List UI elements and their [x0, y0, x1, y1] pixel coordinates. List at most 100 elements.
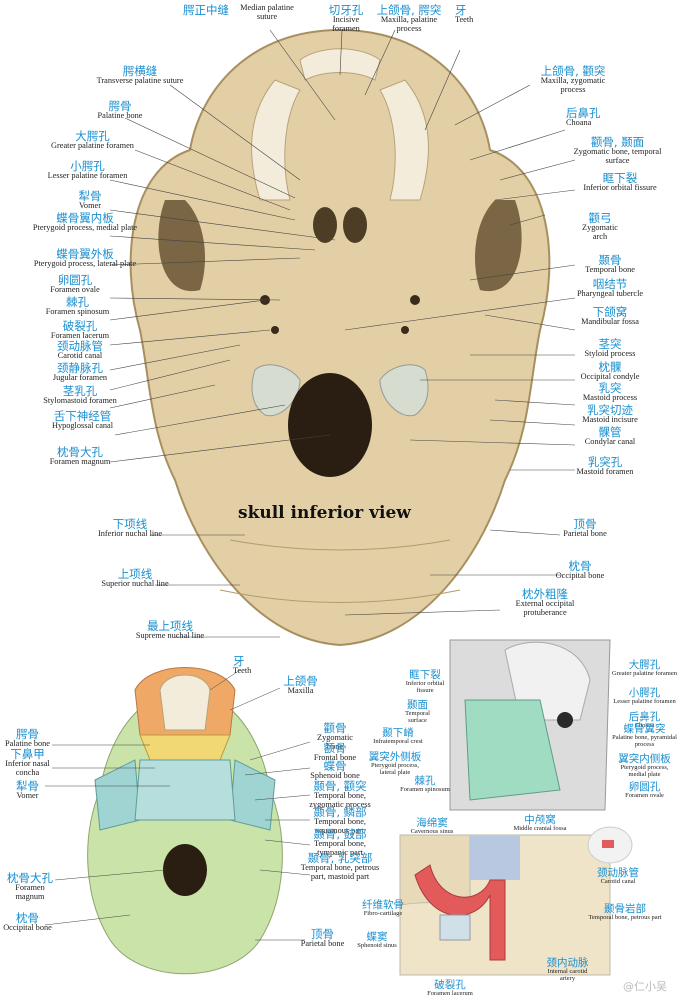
label-en: Sphenoid sinus [357, 942, 397, 950]
label-cn: 犁骨 [78, 189, 102, 203]
label-en: Inferior nuchal line [97, 529, 163, 539]
label-cn: 后鼻孔 [628, 711, 661, 723]
label-en: Internal carotid artery [547, 968, 588, 982]
label-en: Temporal bone, petrous part, mastoid par… [300, 863, 380, 881]
label-en: Carotid canal [600, 878, 636, 886]
label-cn: 颈内动脉 [546, 957, 589, 969]
label-cn: 切牙孔 [328, 3, 364, 17]
label-en: Choana [566, 118, 592, 128]
label-en: Stylomastoid foramen [43, 396, 117, 406]
label-cn: 小腭孔 [70, 159, 105, 173]
figure-title: skull inferior view [238, 503, 411, 523]
label-cn: 上颌骨, 腭突 [376, 3, 442, 17]
label-cn: 顶骨 [311, 927, 334, 941]
label-en: Temporal bone [585, 265, 635, 275]
label-cn: 腭骨 [16, 727, 39, 741]
label-en: Superior nuchal line [101, 579, 169, 589]
label-en: Pterygoid process, lateral plate [33, 259, 137, 269]
label-cn: 枕骨 [568, 559, 592, 573]
label-cn: 眶下裂 [602, 171, 638, 185]
label-cn: 眶下裂 [409, 669, 441, 681]
label-en: Palatine bone [97, 111, 143, 121]
label-cn: 翼突外侧板 [368, 751, 422, 763]
label-en: Foramen magnum [49, 457, 111, 467]
label-en: Occipital bone [555, 571, 605, 581]
label-en: Pterygoid process, lateral plate [370, 762, 420, 776]
label-cn: 最上项线 [147, 619, 193, 633]
label-cn: 颞骨, 鼓部 [313, 827, 367, 841]
label-cn: 大腭孔 [628, 659, 661, 671]
label-cn: 破裂孔 [62, 319, 98, 333]
label-en: Sphenoid bone [310, 771, 360, 781]
label-cn: 茎突 [598, 337, 622, 351]
label-en: Infratemporal crest [373, 738, 423, 746]
label-en: Frontal bone [313, 753, 357, 763]
label-cn: 枕骨 [16, 911, 39, 925]
label-cn: 犁骨 [16, 779, 39, 793]
label-cn: 下鼻甲 [10, 747, 45, 761]
label-en: Mastoid incisure [582, 415, 638, 425]
label-cn: 下项线 [112, 517, 148, 531]
colored-skull [44, 667, 311, 975]
label-en: Zygomatic arch [582, 223, 618, 241]
label-cn: 颞骨 [598, 253, 622, 267]
label-en: Palatine bone [5, 739, 50, 749]
label-en: Occipital condyle [580, 372, 640, 382]
label-en: Cavernous sinus [410, 828, 454, 836]
label-en: Temporal bone, zygomatic process [309, 791, 371, 809]
label-en: Incisive foramen [332, 15, 360, 33]
label-en: Choana [634, 722, 655, 730]
label-cn: 枕外粗隆 [522, 587, 568, 601]
label-en: Vomer [79, 201, 101, 211]
label-en: Transverse palatine suture [96, 76, 184, 86]
label-cn: 枕骨大孔 [57, 445, 103, 459]
label-en: Inferior nasal concha [5, 759, 50, 777]
label-cn: 破裂孔 [434, 979, 466, 991]
label-en: Maxilla, palatine process [380, 15, 438, 33]
label-cn: 颧骨 [323, 721, 347, 735]
label-en: Occipital bone [3, 923, 52, 933]
label-en: Zygomatic bone [317, 733, 353, 751]
label-en: Teeth [233, 666, 252, 676]
main-skull [109, 28, 576, 647]
label-cn: 腭骨 [108, 99, 132, 113]
label-en: Lesser palatine foramen [47, 171, 128, 181]
label-en: External occipital protuberance [515, 599, 575, 617]
section-panel [399, 826, 633, 976]
